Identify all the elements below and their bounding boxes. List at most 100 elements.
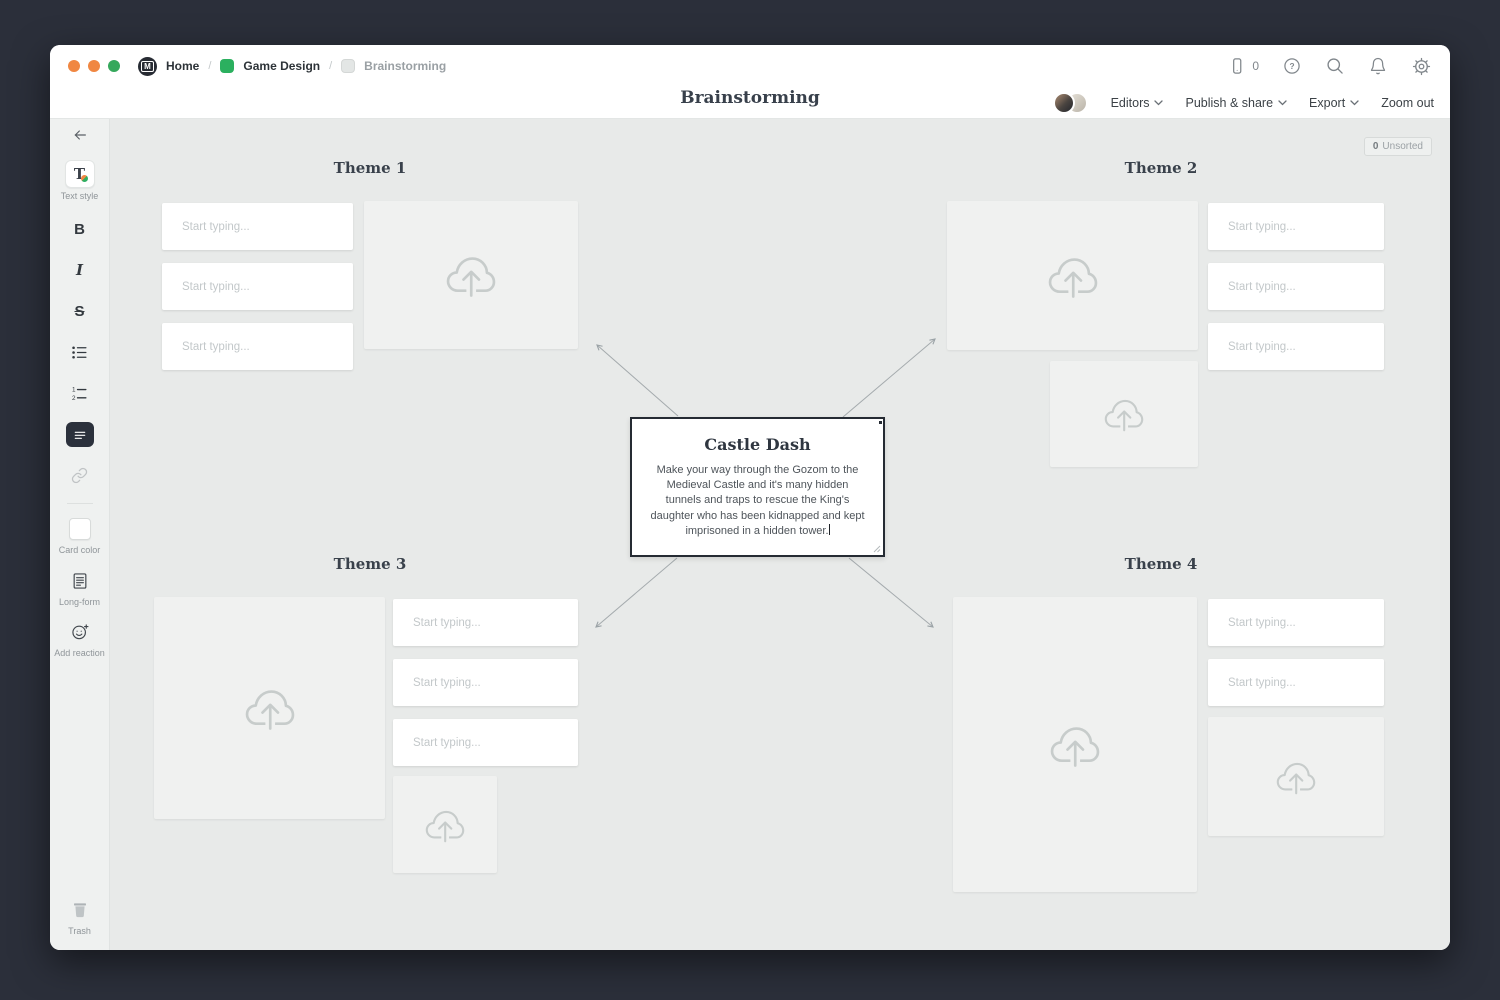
export-label: Export — [1309, 95, 1346, 110]
text-card[interactable]: Start typing... — [162, 203, 353, 250]
bullet-list-icon — [72, 345, 87, 359]
add-reaction-label: Add reaction — [54, 648, 105, 658]
text-card[interactable]: Start typing... — [162, 323, 353, 370]
trash-icon — [73, 903, 86, 918]
publish-share-dropdown[interactable]: Publish & share — [1185, 96, 1287, 110]
breadcrumb-separator: / — [208, 60, 212, 72]
text-card[interactable]: Start typing... — [393, 719, 578, 766]
cloud-upload-icon — [425, 810, 465, 846]
chevron-down-icon — [1154, 100, 1164, 106]
zoom-window-button[interactable] — [108, 60, 120, 72]
cloud-upload-icon — [446, 257, 496, 302]
unsorted-count: 0 — [1372, 141, 1379, 152]
breadcrumb-brainstorming: Brainstorming — [364, 59, 447, 73]
sidebar-divider — [66, 503, 93, 504]
numbered-list-button[interactable]: 1 2 — [68, 381, 92, 405]
notifications-button[interactable] — [1368, 56, 1388, 76]
zoom-out-label: Zoom out — [1381, 95, 1434, 110]
image-upload-card[interactable] — [393, 776, 497, 873]
board-swatch-current — [341, 59, 356, 73]
settings-button[interactable] — [1411, 56, 1432, 77]
zoom-out-button[interactable]: Zoom out — [1381, 96, 1434, 110]
header: M Home / Game Design / Brainstorming 0 — [50, 45, 1450, 119]
center-idea-card[interactable]: Castle Dash Make your way through the Go… — [630, 417, 885, 557]
text-card[interactable]: Start typing... — [393, 659, 578, 706]
logo-letter: M — [141, 60, 154, 72]
text-card[interactable]: Start typing... — [393, 599, 578, 646]
text-card[interactable]: Start typing... — [1208, 203, 1384, 250]
text-style-label: Text style — [60, 191, 99, 201]
card-color-button[interactable] — [68, 518, 91, 540]
board-color-swatch[interactable] — [220, 59, 235, 73]
long-form-button[interactable] — [68, 569, 92, 593]
collapse-sidebar-button[interactable] — [68, 123, 92, 147]
text-card[interactable]: Start typing... — [1208, 263, 1384, 310]
text-card-placeholder: Start typing... — [413, 736, 481, 749]
idea-card-body-text: Make your way through the Gozom to the M… — [650, 464, 865, 537]
text-style-button[interactable]: T — [64, 160, 95, 188]
search-button[interactable] — [1325, 56, 1345, 76]
bullet-list-button[interactable] — [68, 340, 92, 364]
breadcrumb-game-design[interactable]: Game Design — [243, 59, 321, 73]
text-card-placeholder: Start typing... — [1228, 340, 1296, 353]
image-upload-card[interactable] — [1208, 717, 1384, 836]
text-card[interactable]: Start typing... — [1208, 599, 1384, 646]
mobile-devices-button[interactable]: 0 — [1227, 56, 1259, 76]
resize-handle[interactable] — [873, 545, 881, 553]
text-card-placeholder: Start typing... — [413, 616, 481, 629]
topbar: M Home / Game Design / Brainstorming 0 — [50, 45, 1450, 87]
back-arrow-icon — [74, 130, 86, 140]
theme-2-heading[interactable]: Theme 2 — [1124, 159, 1198, 177]
editors-label: Editors — [1110, 95, 1150, 110]
selection-handle[interactable] — [879, 421, 882, 424]
breadcrumb-home[interactable]: Home — [166, 59, 200, 73]
text-card[interactable]: Start typing... — [1208, 659, 1384, 706]
image-upload-card[interactable] — [154, 597, 385, 819]
trash-dropzone[interactable]: Trash — [50, 898, 109, 936]
idea-card-title: Castle Dash — [704, 435, 811, 454]
titlebar: Brainstorming Editors Publish & share Ex… — [50, 87, 1450, 118]
document-actions: Editors Publish & share Export Zoom out — [1052, 87, 1434, 118]
image-upload-card[interactable] — [953, 597, 1197, 892]
cloud-upload-icon — [1048, 257, 1097, 302]
link-button-disabled[interactable] — [68, 463, 92, 487]
text-card[interactable]: Start typing... — [162, 263, 353, 310]
trash-label: Trash — [68, 926, 91, 936]
avatar — [1052, 91, 1075, 114]
italic-button[interactable]: I — [75, 261, 84, 279]
text-card[interactable]: Start typing... — [1208, 323, 1384, 370]
idea-card-body[interactable]: Make your way through the Gozom to the M… — [650, 463, 866, 539]
toolbar-sidebar: T Text style B I S 1 2 — [50, 119, 110, 950]
mobile-icon — [1233, 58, 1242, 74]
strikethrough-button[interactable]: S — [74, 302, 85, 320]
theme-1-heading[interactable]: Theme 1 — [333, 159, 407, 177]
theme-4-heading[interactable]: Theme 4 — [1124, 555, 1198, 573]
editors-dropdown[interactable]: Editors — [1111, 96, 1164, 110]
chevron-down-icon — [1278, 100, 1287, 106]
svg-text:?: ? — [1289, 61, 1294, 71]
add-reaction-button[interactable] — [68, 620, 92, 644]
chevron-down-icon — [1350, 100, 1359, 106]
image-upload-card[interactable] — [1050, 361, 1198, 467]
minimize-window-button[interactable] — [88, 60, 100, 72]
publish-share-label: Publish & share — [1185, 95, 1274, 110]
editor-avatars[interactable] — [1052, 91, 1089, 114]
unsorted-label: Unsorted — [1382, 141, 1423, 152]
image-upload-card[interactable] — [364, 201, 578, 349]
theme-3-heading[interactable]: Theme 3 — [333, 555, 407, 573]
board-canvas[interactable]: 0 Unsorted Theme 1 Theme 2 Theme 3 Theme… — [110, 119, 1450, 950]
cloud-upload-icon — [1050, 726, 1100, 771]
export-dropdown[interactable]: Export — [1309, 96, 1359, 110]
breadcrumb: M Home / Game Design / Brainstorming — [138, 56, 447, 76]
bold-button[interactable]: B — [74, 220, 85, 238]
unsorted-badge[interactable]: 0 Unsorted — [1363, 137, 1432, 156]
milanote-logo[interactable]: M — [138, 56, 157, 76]
help-button[interactable]: ? — [1282, 56, 1302, 76]
numbered-list-icon: 1 2 — [72, 386, 87, 401]
card-text-tool-button-active[interactable] — [65, 422, 94, 447]
close-window-button[interactable] — [68, 60, 80, 72]
long-form-label: Long-form — [58, 597, 101, 607]
traffic-lights — [68, 60, 120, 72]
text-card-placeholder: Start typing... — [182, 220, 250, 233]
image-upload-card[interactable] — [947, 201, 1198, 350]
